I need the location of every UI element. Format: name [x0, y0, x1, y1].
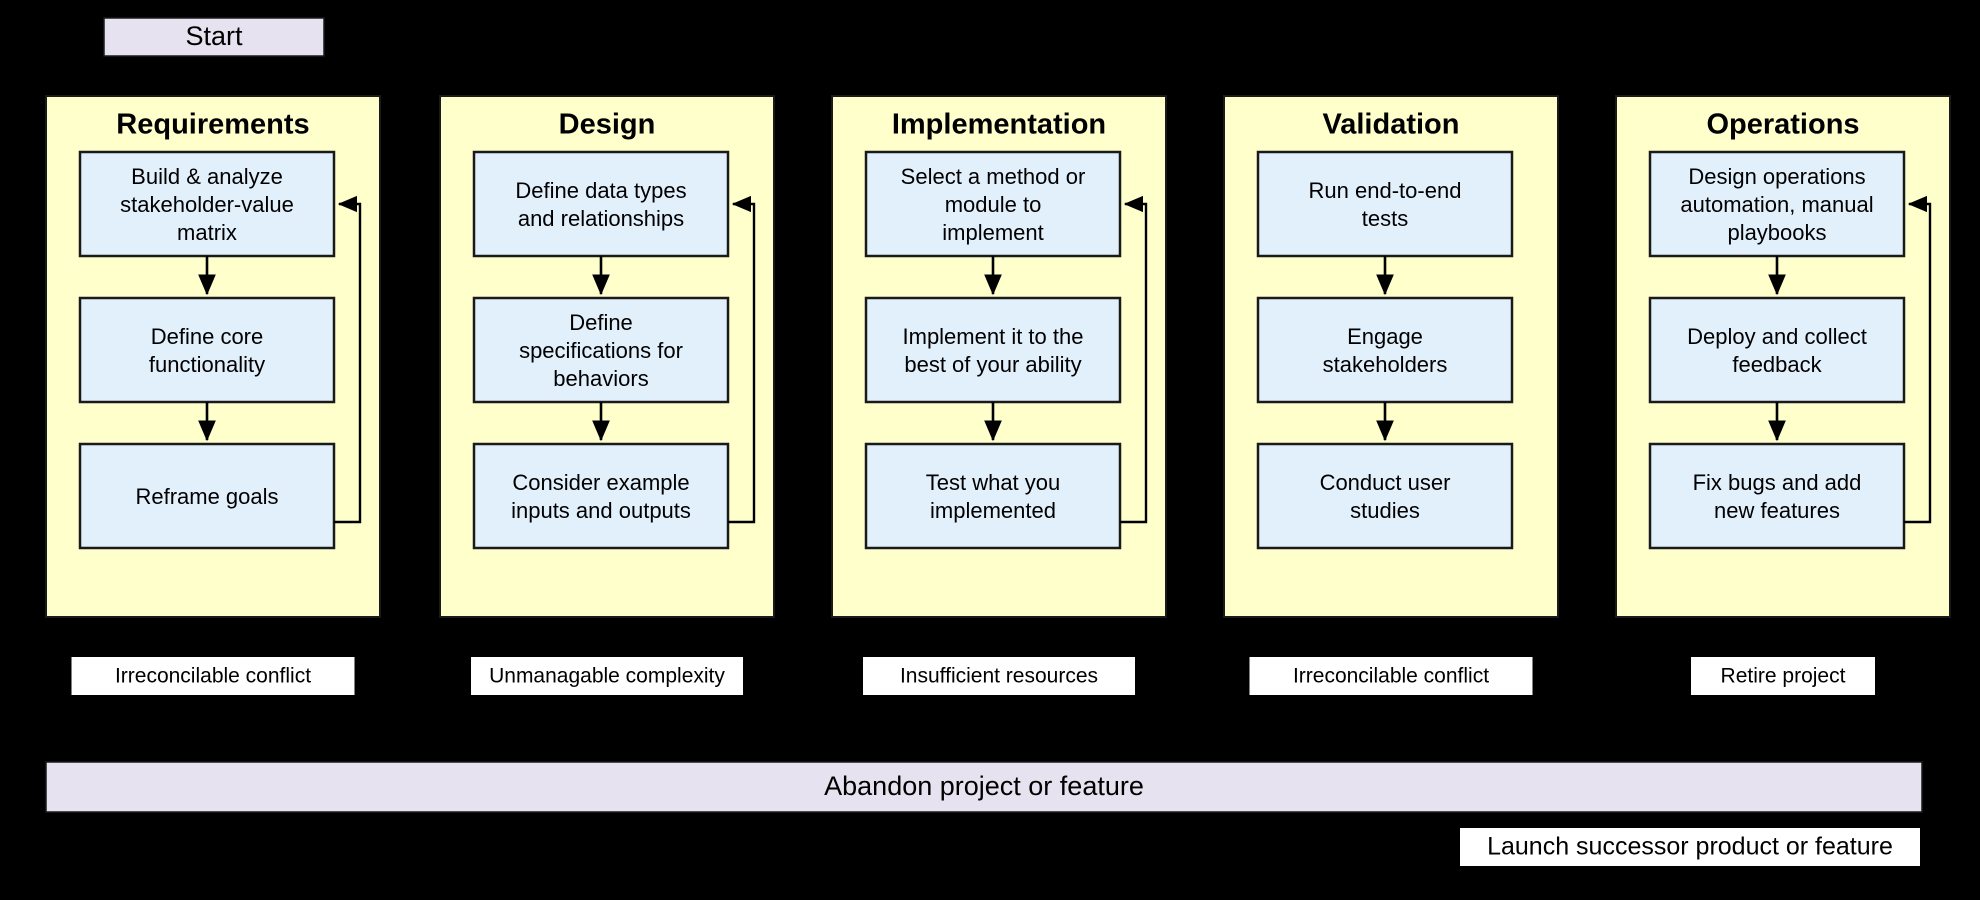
launch-successor-node[interactable]: Launch successor product or feature [1460, 828, 1920, 866]
exit-label-box [1691, 657, 1875, 695]
start-node[interactable]: Start [103, 17, 325, 57]
exit-label-implementation[interactable]: Insufficient resources [863, 657, 1135, 695]
exit-label-box [471, 657, 743, 695]
step-box-rect [1256, 296, 1514, 404]
step-box-rect [1648, 296, 1906, 404]
exit-label-box [71, 657, 355, 695]
exit-label-design[interactable]: Unmanagable complexity [471, 657, 743, 695]
step-box-rect [864, 442, 1122, 550]
exit-label-text: Retire project [1721, 665, 1846, 688]
step-box-rect [864, 296, 1122, 404]
step-box-rect [472, 296, 730, 404]
step-box-rect [864, 150, 1122, 258]
abandon-terminal-label: Abandon project or feature [824, 771, 1144, 801]
step-box-rect [472, 150, 730, 258]
abandon-terminal[interactable]: Abandon project or feature [45, 761, 1923, 813]
exit-label-text: Insufficient resources [900, 665, 1098, 688]
phase-title: Design [559, 109, 656, 141]
exit-label-text: Irreconcilable conflict [1293, 665, 1489, 688]
feedback-loop-arrow [1120, 195, 1148, 524]
step-box-rect [1256, 442, 1514, 550]
exit-labels-layer: Irreconcilable conflict Unmanagable compl… [71, 657, 1875, 695]
phase-title: Implementation [892, 109, 1106, 141]
exit-label-box [863, 657, 1135, 695]
start-node-label: Start [185, 21, 243, 51]
feedback-loop-arrow [728, 195, 756, 524]
exit-label-validation[interactable]: Irreconcilable conflict [1249, 657, 1533, 695]
step-box-rect [1256, 150, 1514, 258]
step-box-rect [78, 442, 336, 550]
step-box-rect [78, 296, 336, 404]
exit-label-operations[interactable]: Retire project [1691, 657, 1875, 695]
exit-label-text: Irreconcilable conflict [115, 665, 311, 688]
step-box-rect [1648, 442, 1906, 550]
exit-label-requirements[interactable]: Irreconcilable conflict [71, 657, 355, 695]
phase-title: Validation [1323, 109, 1460, 141]
step-box-rect [1648, 150, 1906, 258]
phase-title: Operations [1706, 109, 1859, 141]
feedback-loop-arrow [1904, 195, 1932, 524]
feedback-loop-arrow [334, 195, 362, 524]
step-box[interactable]: Reframe goals [78, 442, 336, 550]
step-box-rect [472, 442, 730, 550]
phase-title: Requirements [116, 109, 309, 141]
step-box-label: Reframe goals [135, 484, 278, 509]
step-box-rect [78, 150, 336, 258]
launch-successor-label: Launch successor product or feature [1487, 833, 1893, 861]
exit-label-box [1249, 657, 1533, 695]
exit-label-text: Unmanagable complexity [489, 665, 725, 688]
